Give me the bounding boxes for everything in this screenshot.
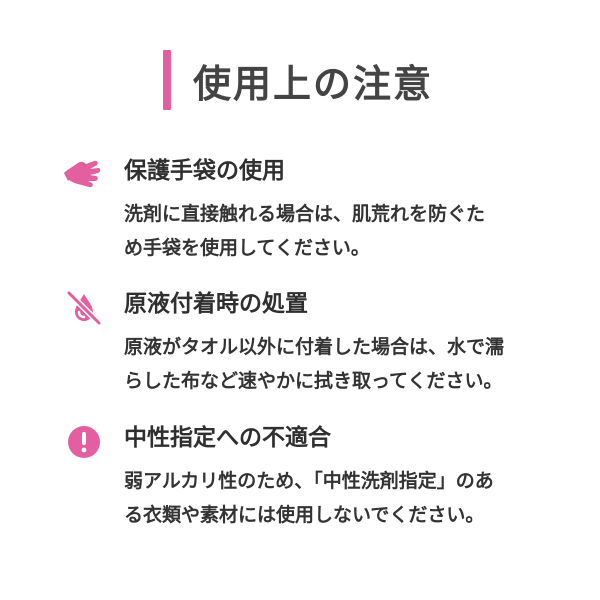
section-body: 弱アルカリ性のため、「中性洗剤指定」のあ る衣類や素材には使用しないでください。	[124, 464, 594, 532]
body-line: 洗剤に直接触れる場合は、肌荒れを防ぐた	[124, 203, 486, 225]
section-body: 洗剤に直接触れる場合は、肌荒れを防ぐた め手袋を使用してください。	[124, 197, 594, 265]
page-title: 使用上の注意	[193, 61, 434, 106]
title-accent-bar	[163, 50, 171, 110]
section-heading: 保護手袋の使用	[124, 158, 285, 184]
no-liquid-drop-icon	[62, 288, 106, 328]
body-line: る衣類や素材には使用しないでください。	[124, 504, 485, 526]
page-header: 使用上の注意	[163, 50, 433, 110]
section-heading: 中性指定への不適合	[124, 425, 331, 451]
exclamation-circle-icon	[62, 422, 106, 462]
section-body: 原液がタオル以外に付着した場合は、水で濡 らした布など速やかに拭き取ってください…	[124, 330, 594, 398]
body-line: らした布など速やかに拭き取ってください。	[124, 370, 503, 392]
hand-glove-icon	[62, 155, 106, 195]
section-heading: 原液付着時の処置	[124, 291, 308, 317]
body-line: め手袋を使用してください。	[124, 237, 370, 259]
body-line: 原液がタオル以外に付着した場合は、水で濡	[124, 336, 505, 358]
body-line: 弱アルカリ性のため、「中性洗剤指定」のあ	[124, 470, 494, 492]
